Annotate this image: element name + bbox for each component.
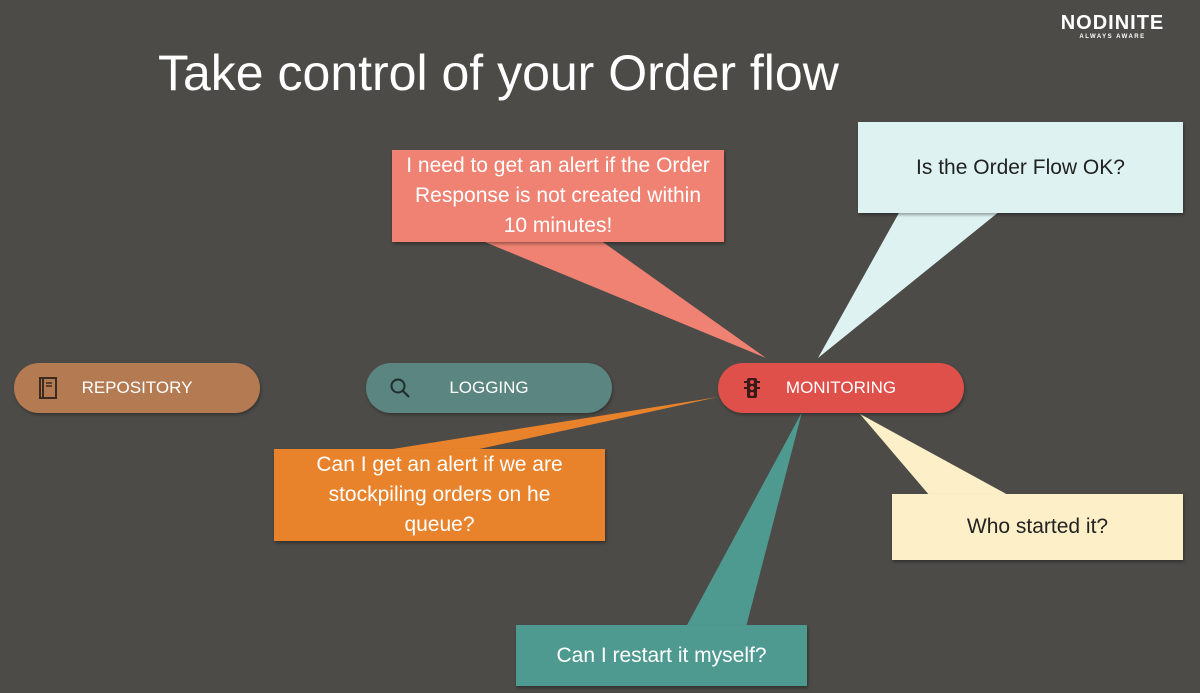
search-icon	[390, 378, 410, 398]
callout-text: Who started it?	[966, 515, 1109, 538]
callout-flow-ok: Is the Order Flow OK?	[858, 122, 1183, 213]
callout-stockpile: Can I get an alert if we are stockpiling…	[274, 449, 605, 541]
traffic-light-icon	[744, 378, 760, 398]
book-icon	[39, 377, 57, 399]
monitoring-pill[interactable]: MONITORING	[718, 363, 964, 413]
callout-tail-alert	[480, 240, 766, 358]
callout-text: Is the Order Flow OK?	[916, 155, 1125, 179]
nodinite-logo: NODINITE ALWAYS AWARE	[1040, 12, 1185, 40]
logging-pill[interactable]: LOGGING	[366, 363, 612, 413]
pill-label: LOGGING	[449, 378, 529, 397]
slide-title: Take control of your Order flow	[158, 45, 839, 101]
pill-label: MONITORING	[785, 378, 897, 397]
pill-label: REPOSITORY	[81, 378, 193, 397]
callout-text: I need to get an alert if the Order Resp…	[406, 154, 710, 237]
callout-text: Can I restart it myself?	[556, 643, 767, 667]
logo-name: NODINITE	[1060, 12, 1165, 34]
callout-text: Can I get an alert if we are stockpiling…	[316, 453, 563, 536]
callout-tail-stockpile	[380, 397, 718, 451]
callout-tail-flow-ok	[818, 211, 1000, 358]
logo-tagline: ALWAYS AWARE	[1079, 34, 1146, 40]
callout-who-started: Who started it?	[892, 494, 1183, 560]
repository-pill[interactable]: REPOSITORY	[14, 363, 260, 413]
callout-tail-who-started	[860, 414, 1010, 496]
callout-tail-restart	[686, 412, 802, 627]
callout-alert-response: I need to get an alert if the Order Resp…	[392, 150, 724, 242]
callout-restart: Can I restart it myself?	[516, 625, 807, 686]
